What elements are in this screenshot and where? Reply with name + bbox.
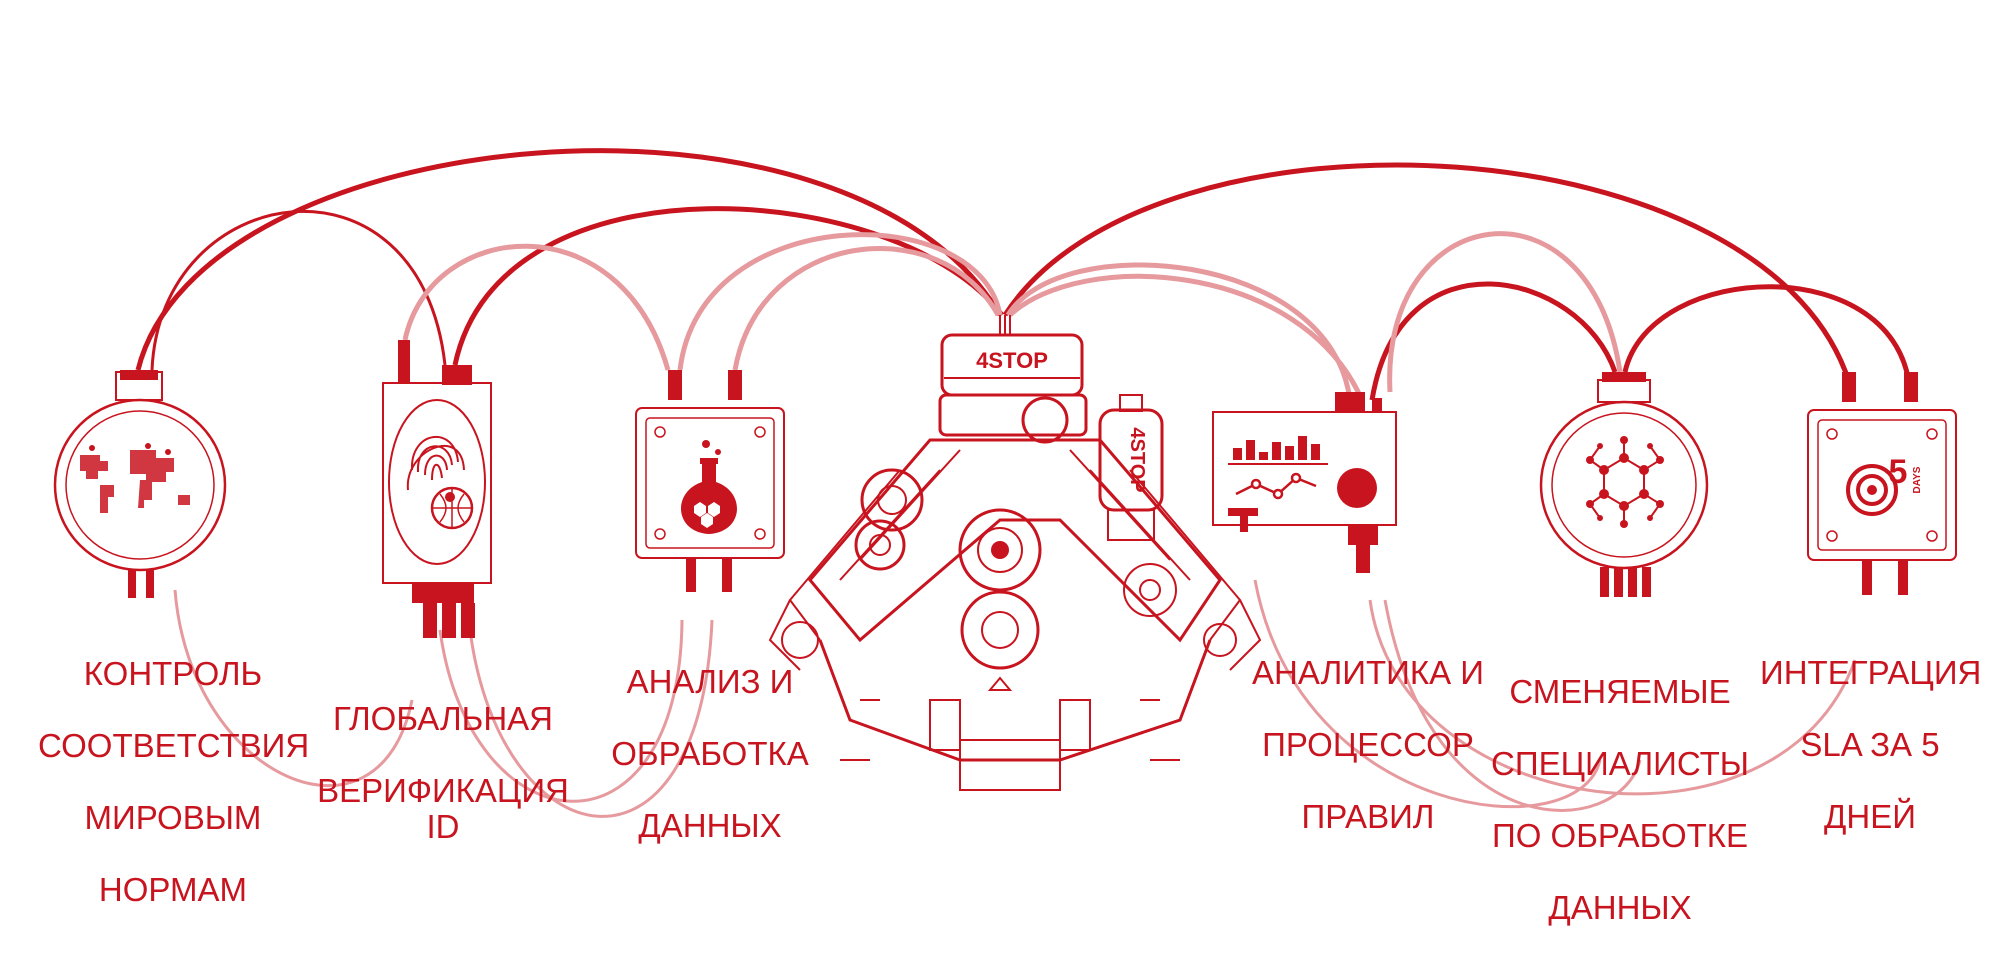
- label-verification: ГЛОБАЛЬНАЯ ВЕРИФИКАЦИЯ ID: [298, 665, 588, 881]
- label-line: АНАЛИЗ И: [626, 663, 794, 700]
- top-cables: [135, 148, 1913, 402]
- label-line: СМЕНЯЕМЫЕ: [1509, 673, 1731, 710]
- network-molecule-icon: [1586, 436, 1664, 528]
- label-line: АНАЛИТИКА И: [1252, 654, 1484, 691]
- badge-number: 5: [1889, 453, 1908, 491]
- label-analytics: АНАЛИТИКА И ПРОЦЕССОР ПРАВИЛ: [1243, 619, 1493, 871]
- label-line: СПЕЦИАЛИСТЫ: [1491, 745, 1749, 782]
- target-5-days-icon: 5 DAYS: [1846, 453, 1923, 516]
- label-line: ПО ОБРАБОТКЕ: [1491, 817, 1749, 854]
- flask-icon: [681, 440, 737, 534]
- label-integration: ИНТЕГРАЦИЯ SLA ЗА 5 ДНЕЙ: [1760, 619, 1982, 871]
- world-map-icon: [80, 443, 190, 513]
- label-line: ПРАВИЛ: [1301, 798, 1435, 835]
- fingerprint-globe-icon: [406, 436, 474, 530]
- module-specialists[interactable]: [1539, 372, 1709, 597]
- label-specialists: СМЕНЯЕМЫЕ СПЕЦИАЛИСТЫ ПО ОБРАБОТКЕ ДАННЫ…: [1490, 638, 1750, 962]
- module-analytics[interactable]: [1212, 392, 1397, 573]
- module-verification[interactable]: [382, 340, 492, 638]
- label-line: ДНЕЙ: [1824, 798, 1916, 835]
- module-compliance[interactable]: [53, 370, 227, 598]
- label-line: ОБРАБОТКА: [611, 735, 809, 772]
- module-integration[interactable]: 5 DAYS: [1807, 372, 1957, 595]
- label-analysis: АНАЛИЗ И ОБРАБОТКА ДАННЫХ: [590, 628, 830, 880]
- engine-diagram: .r { stroke: #c8141e; fill: none; } .l {…: [53, 148, 1957, 818]
- label-line: СООТВЕТСТВИЯ: [38, 727, 310, 764]
- label-line: ДАННЫХ: [1548, 889, 1692, 926]
- label-line: ВЕРИФИКАЦИЯ ID: [317, 772, 569, 845]
- engine-logo-top: 4STOP: [976, 348, 1048, 373]
- badge-text: DAYS: [1912, 466, 1923, 493]
- chart-dashboard-icon: [1228, 436, 1377, 508]
- label-line: МИРОВЫМ: [84, 799, 262, 836]
- bottom-cables: [173, 579, 1857, 818]
- label-line: SLA ЗА 5: [1800, 726, 1940, 763]
- label-line: ПРОЦЕССОР: [1262, 726, 1474, 763]
- label-line: НОРМАМ: [98, 871, 248, 908]
- module-analysis[interactable]: [635, 370, 785, 592]
- label-line: ГЛОБАЛЬНАЯ: [333, 700, 553, 737]
- label-line: ДАННЫХ: [638, 807, 782, 844]
- label-compliance: КОНТРОЛЬ СООТВЕТСТВИЯ МИРОВЫМ НОРМАМ: [38, 620, 310, 944]
- label-line: ИНТЕГРАЦИЯ: [1760, 654, 1982, 691]
- engine: 4STOP 4STOP: [768, 315, 1262, 791]
- label-line: КОНТРОЛЬ: [83, 655, 263, 692]
